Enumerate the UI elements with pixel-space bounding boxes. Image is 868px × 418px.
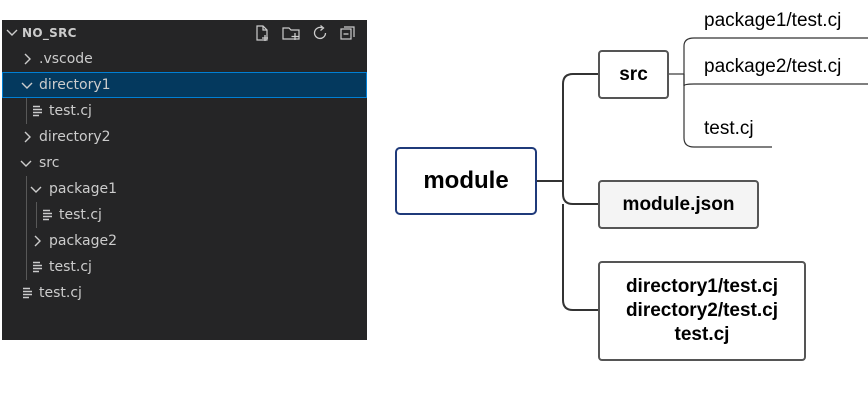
explorer-title: NO_SRC — [22, 26, 77, 40]
chevron-down-icon — [19, 156, 33, 170]
tree-item-label: package1 — [49, 181, 118, 197]
tree-item-package2[interactable]: package2 — [2, 228, 367, 254]
dirs-node-line: directory1/test.cj — [625, 276, 779, 297]
file-lines-icon — [41, 208, 55, 222]
chevron-down-icon[interactable] — [5, 23, 19, 41]
tree-item-test-cj[interactable]: test.cj — [2, 202, 367, 228]
module-json-node: module.json — [598, 180, 759, 229]
chevron-down-icon — [20, 78, 34, 92]
chevron-right-icon — [30, 234, 44, 248]
chevron-right-icon — [20, 130, 34, 144]
src-node: src — [598, 50, 669, 99]
tree-item-label: package2 — [49, 233, 118, 249]
src-node-label: src — [619, 63, 648, 85]
tree-item-directory1[interactable]: directory1 — [2, 72, 367, 98]
new-folder-icon[interactable] — [281, 23, 301, 43]
root-node-label: module — [423, 167, 509, 194]
tree-item-directory2[interactable]: directory2 — [2, 124, 367, 150]
tree-item-label: test.cj — [49, 259, 92, 275]
new-file-icon[interactable] — [252, 23, 272, 43]
chevron-down-icon — [29, 182, 43, 196]
dirs-node: directory1/test.cj directory2/test.cj te… — [598, 261, 806, 361]
tree-item-label: test.cj — [59, 207, 102, 223]
file-lines-icon — [21, 286, 35, 300]
tree-item-test-cj[interactable]: test.cj — [2, 254, 367, 280]
tree-item-label: directory1 — [39, 77, 111, 93]
indent-guide — [36, 202, 37, 228]
tree-item-package1[interactable]: package1 — [2, 176, 367, 202]
chevron-right-icon — [20, 52, 34, 66]
dirs-node-line: directory2/test.cj — [625, 300, 779, 321]
src-leaf: package2/test.cj — [704, 56, 842, 77]
tree-item-vscode[interactable]: .vscode — [2, 46, 367, 72]
collapse-all-icon[interactable] — [338, 23, 358, 43]
tree-item-label: src — [39, 155, 60, 171]
connector-leaf-3 — [683, 74, 772, 148]
connector-dirs — [562, 204, 598, 311]
dirs-node-line: test.cj — [674, 324, 730, 345]
explorer-header[interactable]: NO_SRC — [2, 20, 367, 46]
tree-item-test-cj[interactable]: test.cj — [2, 280, 367, 306]
file-lines-icon — [31, 104, 45, 118]
module-json-label: module.json — [622, 193, 735, 215]
refresh-icon[interactable] — [310, 23, 330, 43]
tree-item-test-cj[interactable]: test.cj — [2, 98, 367, 124]
connector-leaf-1 — [683, 37, 868, 74]
tree-item-label: test.cj — [49, 103, 92, 119]
tree-item-src[interactable]: src — [2, 150, 367, 176]
connector-module-json — [562, 181, 598, 205]
root-node: module — [395, 147, 537, 215]
tree-item-label: .vscode — [39, 51, 93, 67]
tree-item-label: directory2 — [39, 129, 111, 145]
indent-guide — [26, 176, 27, 280]
tree-item-label: test.cj — [39, 285, 82, 301]
connector-src — [562, 73, 598, 181]
indent-guide — [26, 98, 27, 124]
file-lines-icon — [31, 260, 45, 274]
src-leaf: package1/test.cj — [704, 10, 842, 31]
file-explorer: NO_SRC .vscode directory1 test.cj — [2, 20, 367, 340]
src-leaf: test.cj — [704, 118, 754, 139]
